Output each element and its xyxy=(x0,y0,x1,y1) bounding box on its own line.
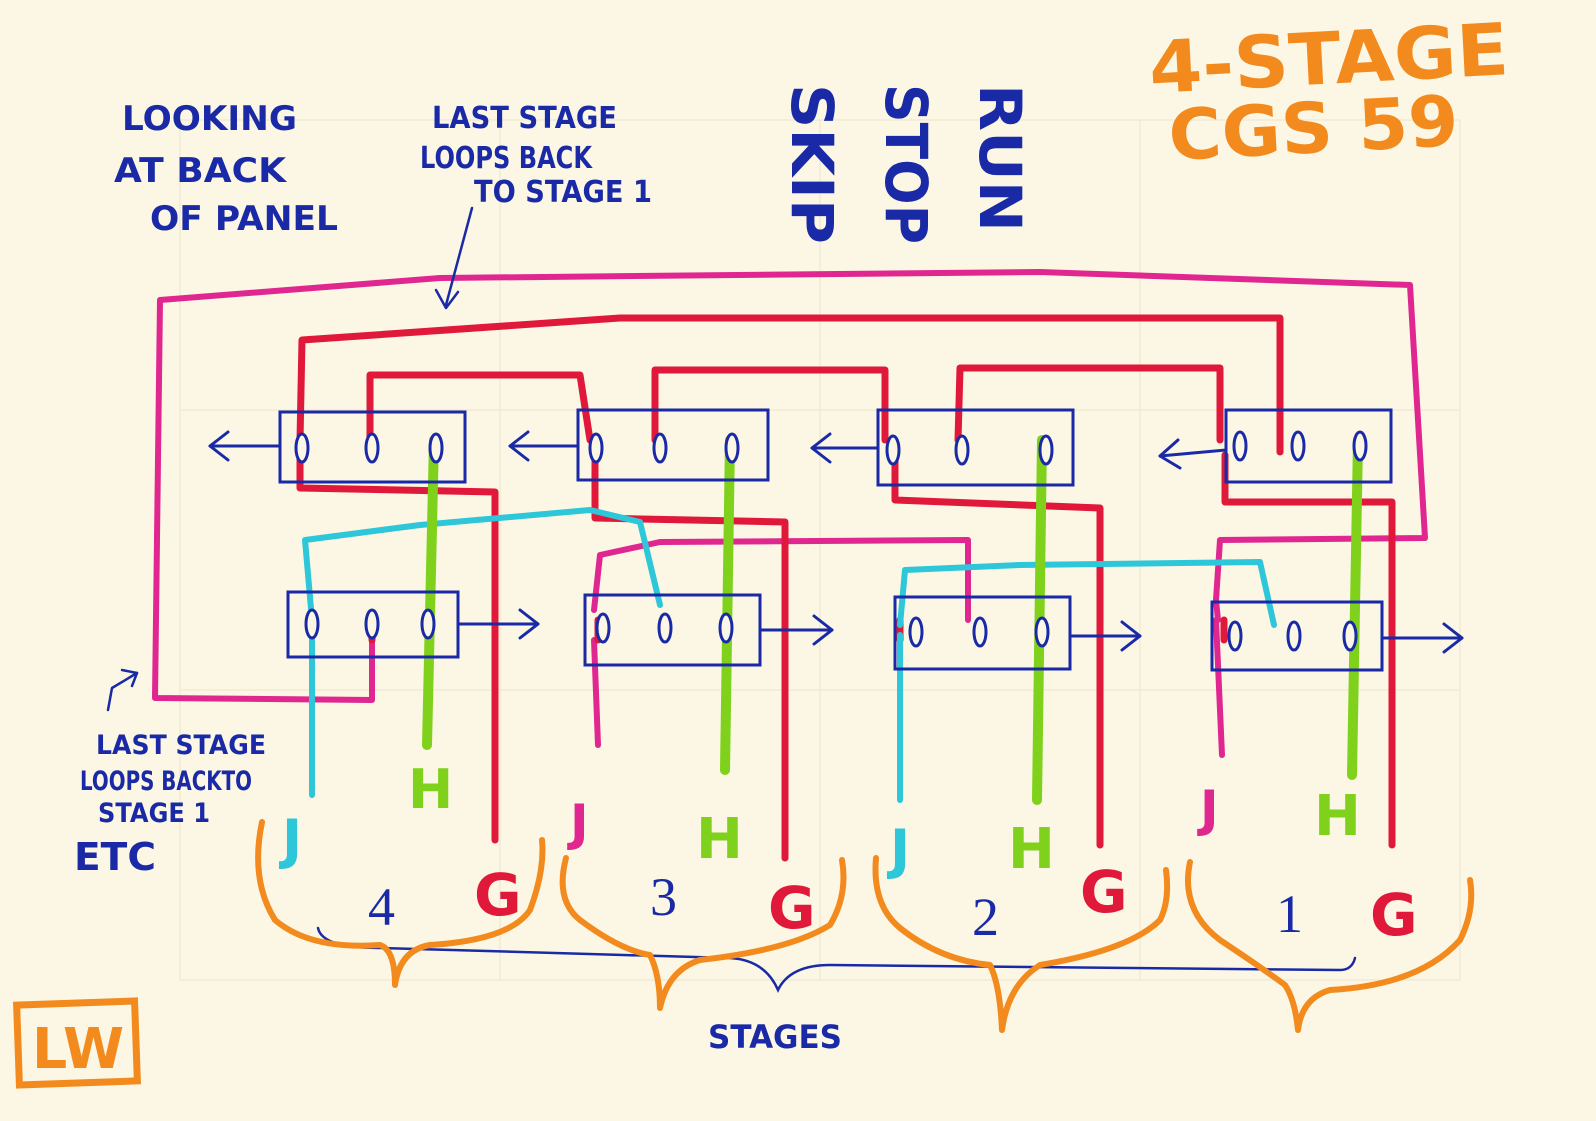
label-run: RUN xyxy=(966,84,1034,232)
title-line-1: 4-STAGE xyxy=(1147,7,1511,110)
orientation-line-1: LOOKING xyxy=(122,99,297,139)
left-loop-line-3: STAGE 1 xyxy=(98,798,210,829)
lower-jack-stage-2 xyxy=(893,595,1072,671)
left-loop-line-1: LAST STAGE xyxy=(96,730,266,761)
stage-4-j: J xyxy=(278,808,302,871)
stage-1-h: H xyxy=(1314,784,1361,849)
stage-1-j: J xyxy=(1197,780,1219,838)
stage-4-g: G xyxy=(474,861,522,929)
lower-jack-stage-3 xyxy=(583,593,762,667)
upper-jack-stage-3 xyxy=(576,408,770,482)
signal-arrows xyxy=(208,430,1464,654)
background-grid xyxy=(179,119,1461,981)
stage-2-number: 2 xyxy=(972,887,999,947)
left-loop-line-2: LOOPS BACKTO xyxy=(80,766,252,797)
stage-4-h: H xyxy=(408,758,453,821)
logo-text: LW xyxy=(32,1017,124,1082)
stages-label: STAGES xyxy=(708,1018,842,1056)
stage-4-labels: J H G 4 xyxy=(278,758,522,937)
stage-3-number: 3 xyxy=(650,867,677,927)
top-loop-line-1: LAST STAGE xyxy=(432,101,617,136)
jack-lugs xyxy=(294,430,1368,652)
stage-3-g: G xyxy=(768,874,816,942)
stage-2-h: H xyxy=(1008,817,1055,882)
stage-1-number: 1 xyxy=(1276,884,1303,944)
red-wires xyxy=(296,314,1396,862)
left-loop-note: LAST STAGE LOOPS BACKTO STAGE 1 ETC xyxy=(74,730,266,879)
magenta-loop-wire xyxy=(152,269,1428,758)
stage-1-g: G xyxy=(1370,881,1418,949)
stage-2-j: J xyxy=(886,818,910,881)
etc-label: ETC xyxy=(74,835,156,879)
annotation-arrows xyxy=(106,206,474,712)
stage-3-h: H xyxy=(696,807,743,872)
stage-2-labels: J H G 2 xyxy=(886,817,1128,947)
cyan-wires xyxy=(302,507,1277,803)
lw-logo: LW xyxy=(13,997,141,1089)
switch-position-labels: SKIP STOP RUN xyxy=(778,84,1034,244)
stage-braces xyxy=(255,819,1475,1033)
stage-3-labels: J H G 3 xyxy=(567,794,816,942)
title-line-2: CGS 59 xyxy=(1167,80,1461,177)
stage-1-labels: J H G 1 xyxy=(1197,780,1418,949)
orientation-line-2: AT BACK xyxy=(114,151,288,191)
stage-4-number: 4 xyxy=(368,877,395,937)
orientation-note: LOOKING AT BACK OF PANEL xyxy=(114,99,338,239)
stage-2-g: G xyxy=(1080,858,1128,926)
label-skip: SKIP xyxy=(778,84,846,244)
top-loop-note: LAST STAGE LOOPS BACK TO STAGE 1 xyxy=(420,101,652,210)
lower-jack-stage-1 xyxy=(1210,600,1384,672)
stage-3-j: J xyxy=(567,794,589,852)
title: 4-STAGE CGS 59 xyxy=(1147,7,1511,177)
label-stop: STOP xyxy=(872,84,940,244)
orientation-line-3: OF PANEL xyxy=(150,199,338,239)
upper-jack-stage-1 xyxy=(1224,408,1393,484)
top-loop-line-2: LOOPS BACK xyxy=(420,141,593,176)
top-loop-line-3: TO STAGE 1 xyxy=(474,175,652,210)
